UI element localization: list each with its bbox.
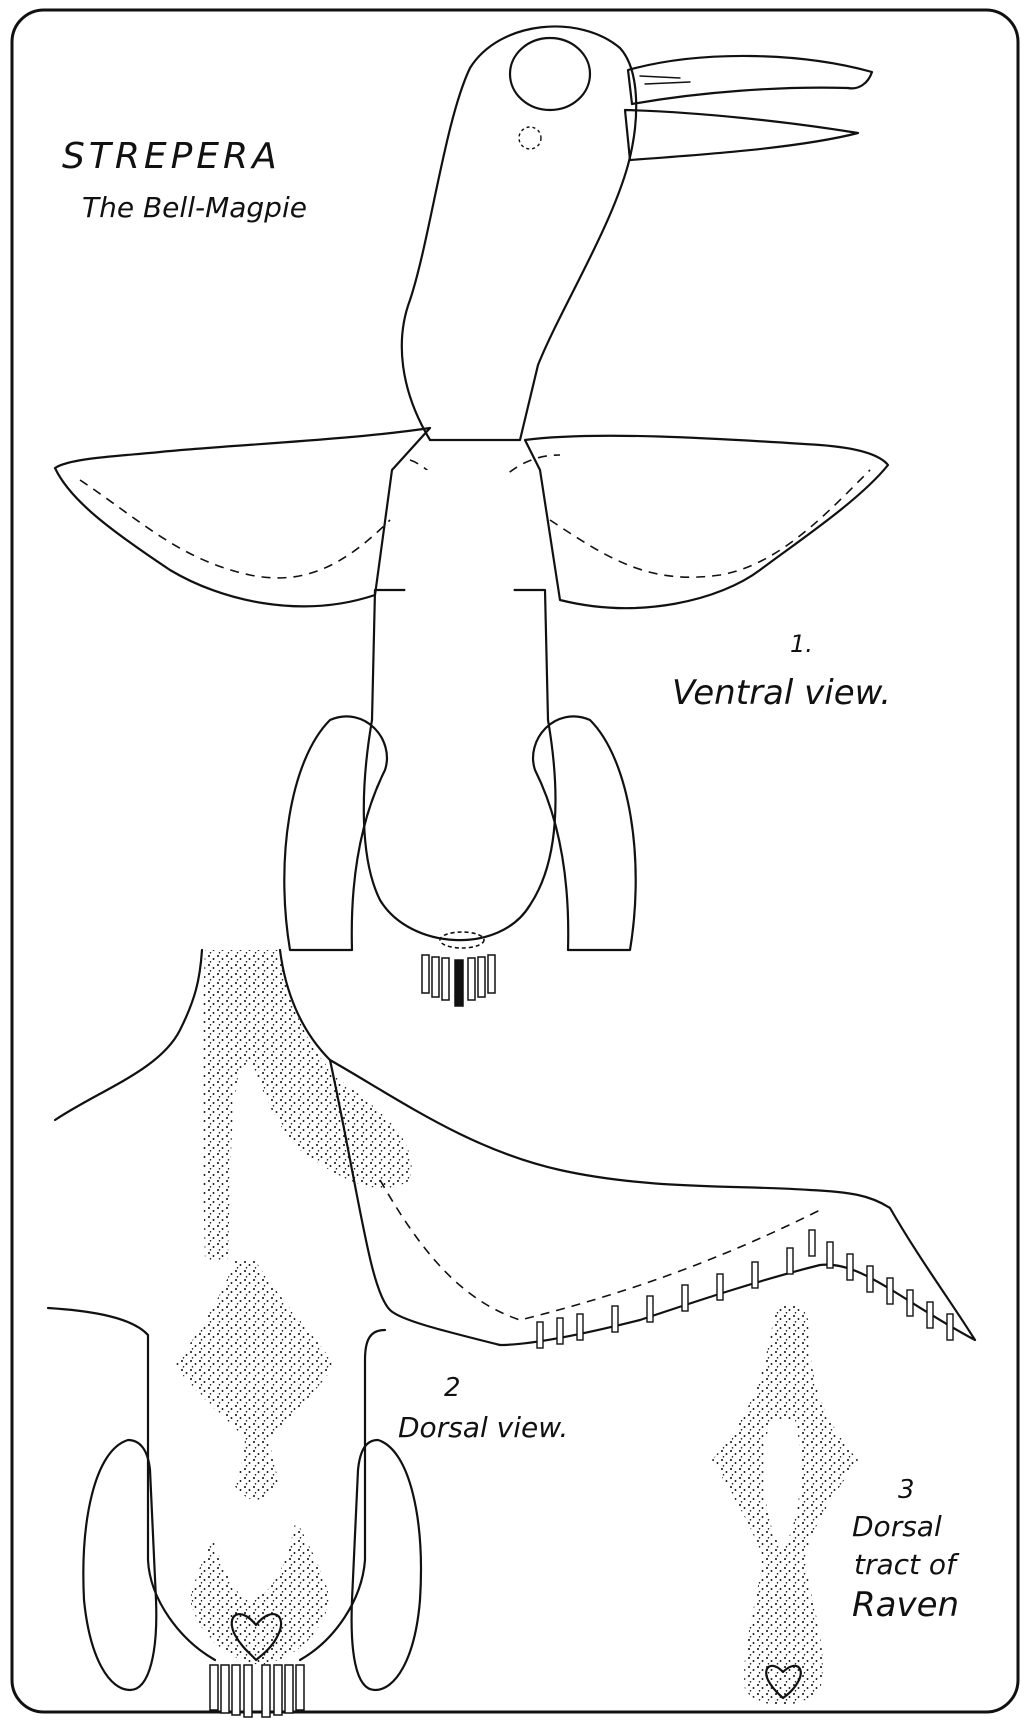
- figure-1-caption: Ventral view.: [672, 673, 891, 713]
- wing-feather-base: [647, 1296, 653, 1322]
- right-thigh: [533, 716, 636, 950]
- ventral-apterium: [404, 470, 516, 935]
- wing-feather-base: [787, 1248, 793, 1274]
- wing-feather-base: [927, 1302, 933, 1328]
- wing-feather-base: [827, 1242, 833, 1268]
- dorsal-spinal-tract: [175, 1260, 335, 1665]
- wing-feather-base: [947, 1314, 953, 1340]
- ear-opening: [519, 127, 541, 149]
- dorsal-left-leg: [83, 1440, 156, 1690]
- plate-border: [12, 10, 1018, 1712]
- eye: [510, 38, 590, 110]
- dorsal-tail-feather-bases: [210, 1665, 304, 1717]
- wing-feather-base: [612, 1306, 618, 1332]
- figure-3-caption-line-1: Dorsal: [852, 1510, 942, 1543]
- wing-feather-base: [907, 1290, 913, 1316]
- figure-3-caption-line-2: tract of: [854, 1548, 960, 1581]
- left-wing-tract-line: [80, 480, 390, 578]
- figure-2-number: 2: [444, 1373, 461, 1403]
- wing-feather-base: [847, 1254, 853, 1280]
- figure-3-raven-tract-drawing: [712, 1305, 858, 1705]
- nostril-bristles: [640, 76, 690, 84]
- dorsal-neck-tract: [202, 950, 411, 1260]
- wing-feather-base: [717, 1274, 723, 1300]
- wing-feather-base: [867, 1266, 873, 1292]
- wing-feather-base: [577, 1314, 583, 1340]
- figure-1-number: 1.: [790, 630, 813, 658]
- wing-feather-base: [537, 1322, 543, 1348]
- figure-3-caption-line-3: Raven: [852, 1585, 959, 1625]
- tail-feather-bases: [422, 955, 495, 1006]
- left-thigh: [284, 716, 387, 950]
- right-wing: [525, 436, 888, 608]
- left-wing: [55, 428, 430, 606]
- dorsal-wing-tract-line: [380, 1180, 820, 1320]
- dorsal-right-leg: [352, 1440, 421, 1690]
- plate-subtitle: The Bell-Magpie: [82, 191, 307, 224]
- dorsal-shoulder-outline: [55, 950, 202, 1120]
- wing-feather-base: [752, 1262, 758, 1288]
- lower-beak: [625, 110, 858, 160]
- wing-feather-base: [557, 1318, 563, 1344]
- wing-feather-base: [682, 1285, 688, 1311]
- plate-title: STREPERA: [62, 136, 281, 177]
- figure-2-caption: Dorsal view.: [398, 1411, 568, 1444]
- upper-beak: [628, 56, 872, 104]
- wing-feather-base: [887, 1278, 893, 1304]
- figure-2-dorsal-drawing: [48, 950, 975, 1717]
- figure-3-number: 3: [898, 1475, 915, 1505]
- wing-feather-base: [809, 1230, 815, 1256]
